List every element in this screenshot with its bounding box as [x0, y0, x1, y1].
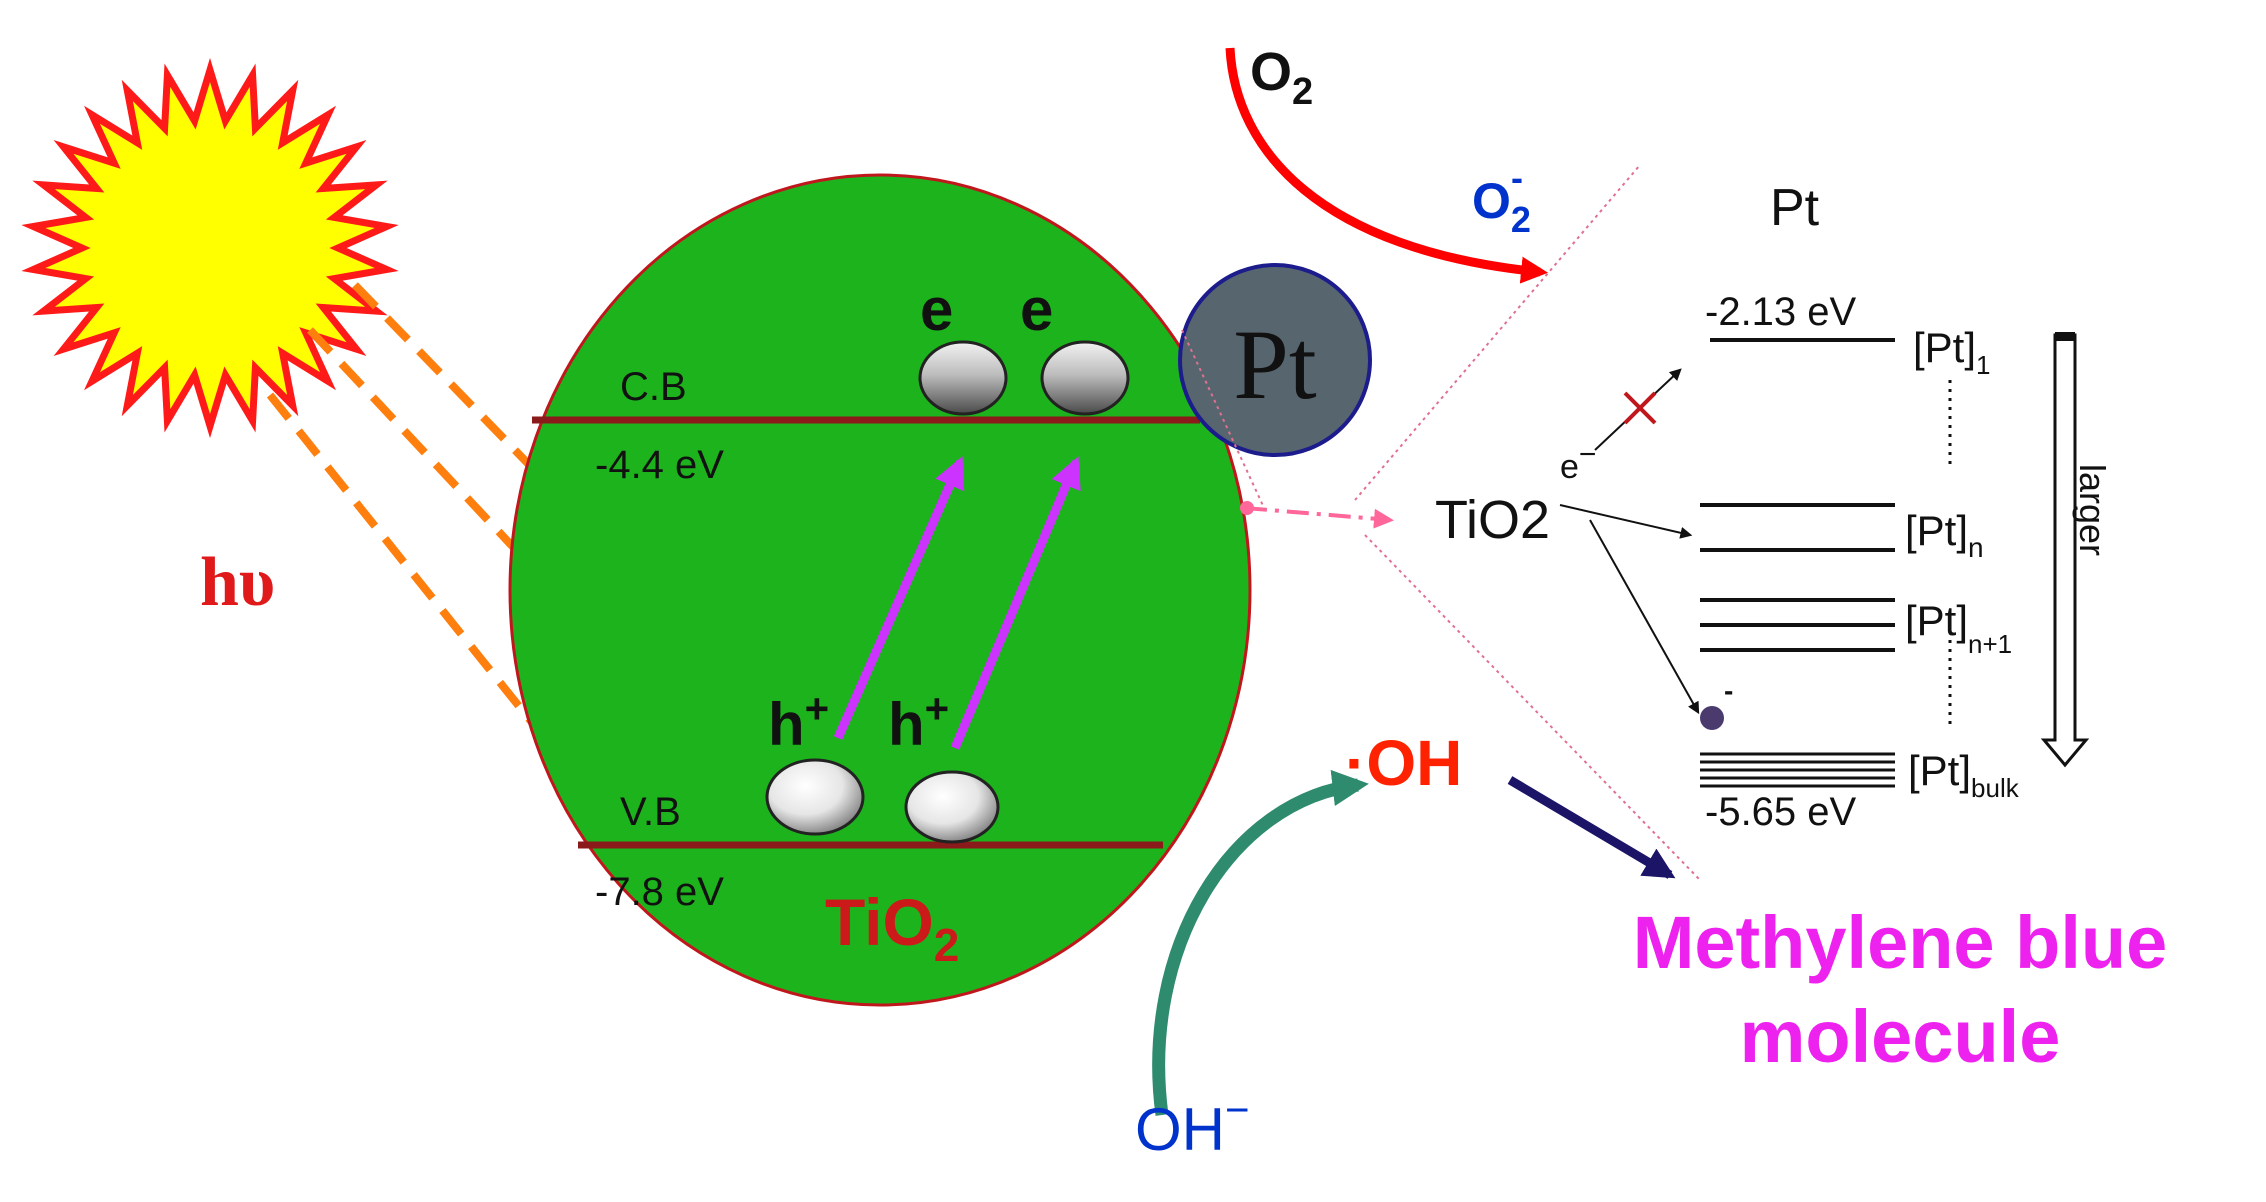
size-trend-label: larger	[2072, 464, 2113, 556]
size-trend-arrow	[2040, 333, 2090, 768]
level-label-pt1: [Pt]1	[1913, 324, 1991, 380]
trapped-electron-dot	[1700, 706, 1724, 730]
transfer-origin-dot	[1240, 501, 1254, 515]
hydroxyl-oxidation-arrow	[1152, 769, 1369, 1116]
level-label-ptn1: [Pt]n+1	[1905, 597, 2012, 659]
hydroxyl-radical-label: ·OH	[1345, 727, 1462, 799]
zoom-line	[1354, 164, 1641, 501]
superoxide-label: O2-	[1472, 157, 1531, 240]
bulk-level-lines	[1700, 752, 1895, 788]
valence-band-label: V.B	[620, 790, 681, 834]
hole-label: h+	[888, 685, 949, 758]
pt-particle	[1178, 263, 1372, 457]
electron: e	[918, 276, 1008, 416]
transfer-path-bulk	[1589, 519, 1700, 715]
electron-transfer-arrow	[1244, 506, 1394, 529]
level-label-ptbulk: [Pt]bulk	[1908, 747, 2020, 803]
electron-label: e	[920, 276, 953, 343]
energy-diagram-source: TiO2	[1435, 490, 1550, 550]
oxygen-reduction-arrow	[1225, 47, 1549, 284]
energy-diagram-electron: e−	[1560, 438, 1596, 486]
excitation-arrow	[950, 456, 1081, 750]
electron: e	[1020, 276, 1130, 416]
light-ray	[266, 392, 574, 775]
degradation-arrow	[1507, 776, 1676, 879]
oxygen-label: O2	[1250, 42, 1313, 113]
trapped-electron-sign: -	[1724, 675, 1733, 706]
electron-label: e	[1020, 276, 1053, 343]
hole: h+	[765, 685, 865, 836]
hole: h+	[888, 685, 1000, 844]
zoom-line	[1364, 534, 1701, 881]
conduction-band-energy: -4.4 eV	[595, 443, 724, 487]
bottom-energy-label: -5.65 eV	[1705, 790, 1857, 834]
sun-icon	[21, 57, 399, 439]
pt-energy-level-diagram: Pt TiO2 e− -2.13 eV -5.65 eV [Pt]1 [Pt]n…	[1435, 179, 2113, 834]
target-molecule-line2: molecule	[1740, 995, 2061, 1078]
transfer-path-ptn	[1559, 504, 1693, 539]
target-molecule-line1: Methylene blue	[1633, 901, 2168, 984]
top-energy-label: -2.13 eV	[1705, 290, 1857, 334]
excitation-arrow	[833, 456, 965, 740]
valence-band-energy: -7.8 eV	[595, 870, 724, 914]
level-label-ptn: [Pt]n	[1905, 507, 1984, 563]
energy-diagram-title: Pt	[1770, 179, 1820, 237]
hole-label: h+	[768, 685, 829, 758]
hydroxide-label: OH−	[1135, 1086, 1250, 1163]
size-trend-arrow-cap	[2055, 332, 2075, 341]
zoom-line	[1181, 329, 1266, 511]
blocked-cross-icon	[1623, 391, 1657, 425]
tio2-label: TiO2	[825, 885, 959, 971]
conduction-band-label: C.B	[620, 365, 687, 409]
photon-energy-label: hυ	[200, 544, 275, 621]
pt-particle-label: Pt	[1233, 309, 1317, 420]
